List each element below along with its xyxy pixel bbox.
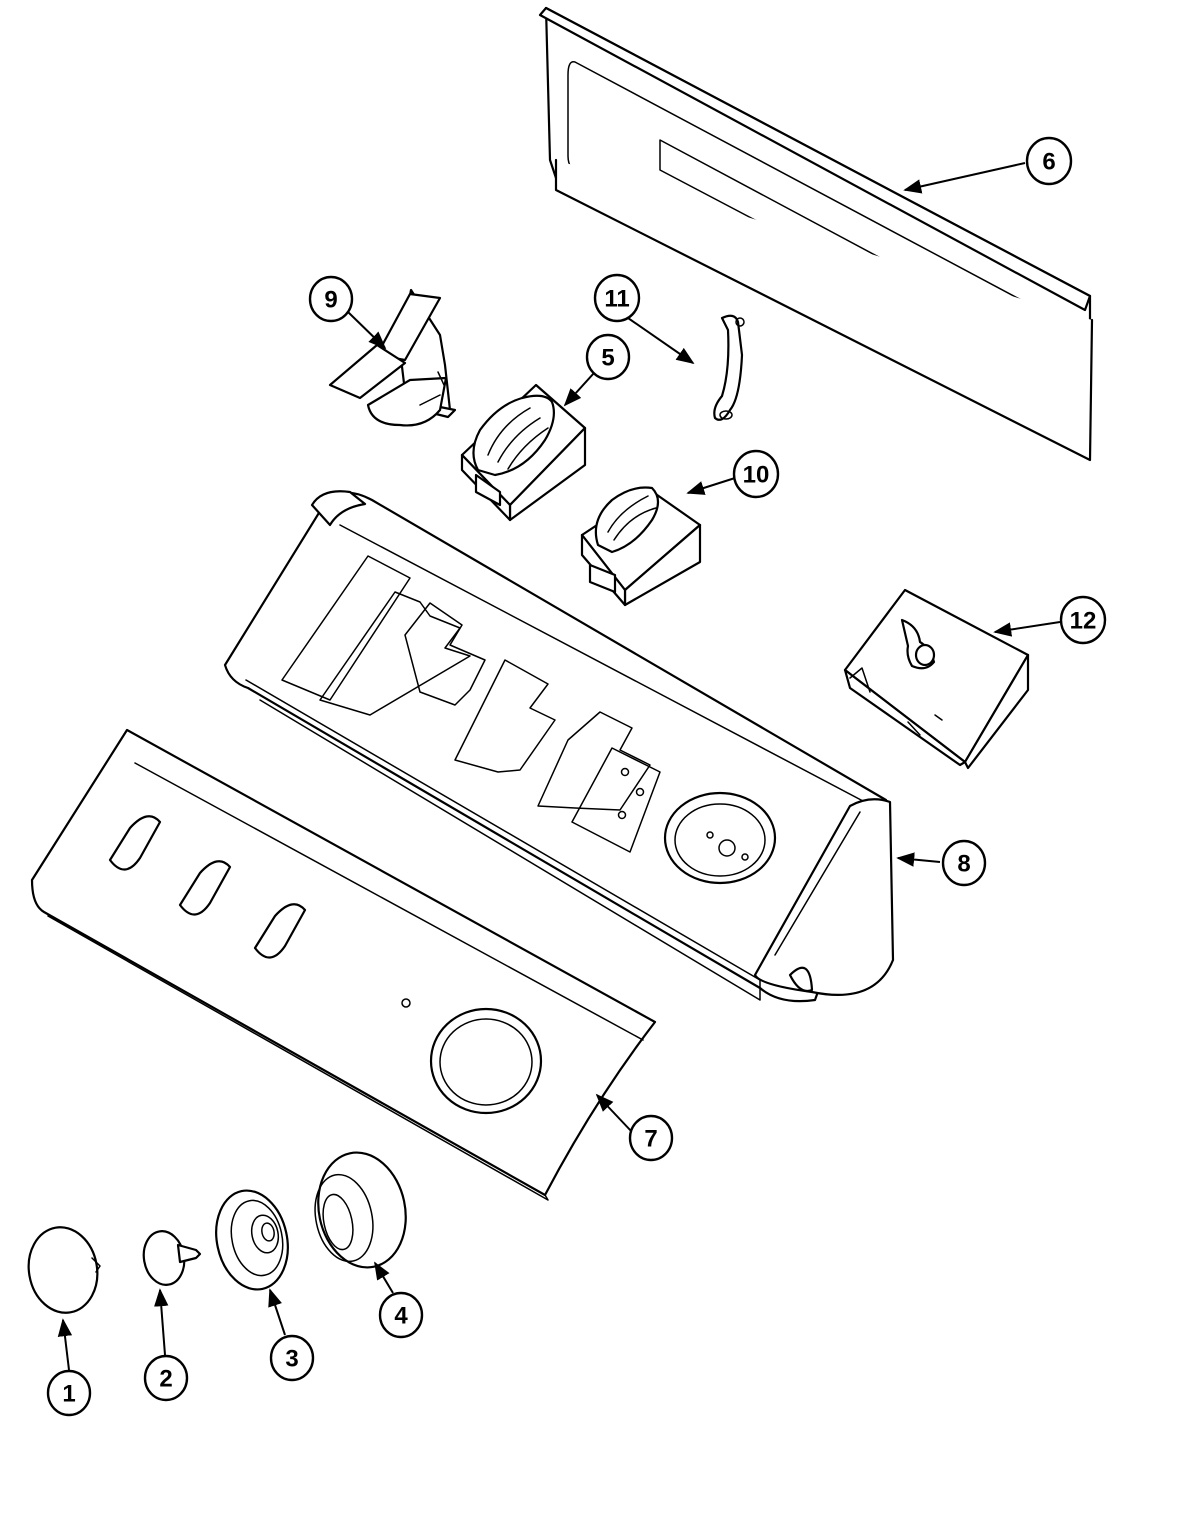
leader-6 [903,162,1026,194]
callout-1: 1 [46,1369,92,1417]
leader-4 [374,1261,394,1294]
knob-part [314,1151,407,1269]
leader-1 [57,1318,73,1371]
callout-10: 10 [732,449,780,499]
callout-9: 9 [308,275,354,323]
callout-1-label: 1 [62,1381,75,1408]
push-pin-part [142,1230,202,1286]
callout-12-label: 12 [1070,608,1097,635]
round-cap-part [27,1226,101,1314]
callout-8: 8 [941,839,987,887]
leader-3 [268,1288,286,1336]
callout-5-label: 5 [601,345,614,372]
leader-11 [627,317,695,365]
leader-7 [595,1093,633,1133]
callout-9-label: 9 [324,287,337,314]
callout-7-label: 7 [644,1126,657,1153]
leader-10 [686,477,736,495]
leader-8 [896,852,941,867]
leader-12 [993,621,1061,637]
callout-3-label: 3 [285,1346,298,1373]
bezel-ring-part [215,1189,289,1291]
leader-9 [347,311,387,350]
leader-lines [57,162,1061,1371]
callout-2: 2 [143,1354,189,1402]
callout-11-label: 11 [604,286,629,313]
callout-8-label: 8 [957,851,970,878]
rotary-switch-small-part [580,486,702,607]
bracket-switch-part [328,288,457,427]
rear-panel-part [538,6,1094,462]
callout-4-label: 4 [394,1303,408,1330]
callout-3: 3 [269,1334,315,1382]
console-housing-part [223,490,895,1003]
callout-12: 12 [1059,595,1107,645]
rotary-switch-part [460,383,587,522]
callout-5: 5 [585,333,631,381]
timer-part [843,588,1030,770]
callout-4: 4 [378,1291,424,1339]
callout-10-label: 10 [743,462,770,489]
callout-7: 7 [628,1114,674,1162]
leader-5 [563,372,595,407]
callout-6: 6 [1025,136,1073,186]
callout-2-label: 2 [159,1366,172,1393]
leader-2 [154,1288,169,1356]
front-panel-part [30,728,657,1201]
tube-part [713,314,745,421]
callout-11: 11 [593,273,641,323]
callout-6-label: 6 [1042,149,1055,176]
